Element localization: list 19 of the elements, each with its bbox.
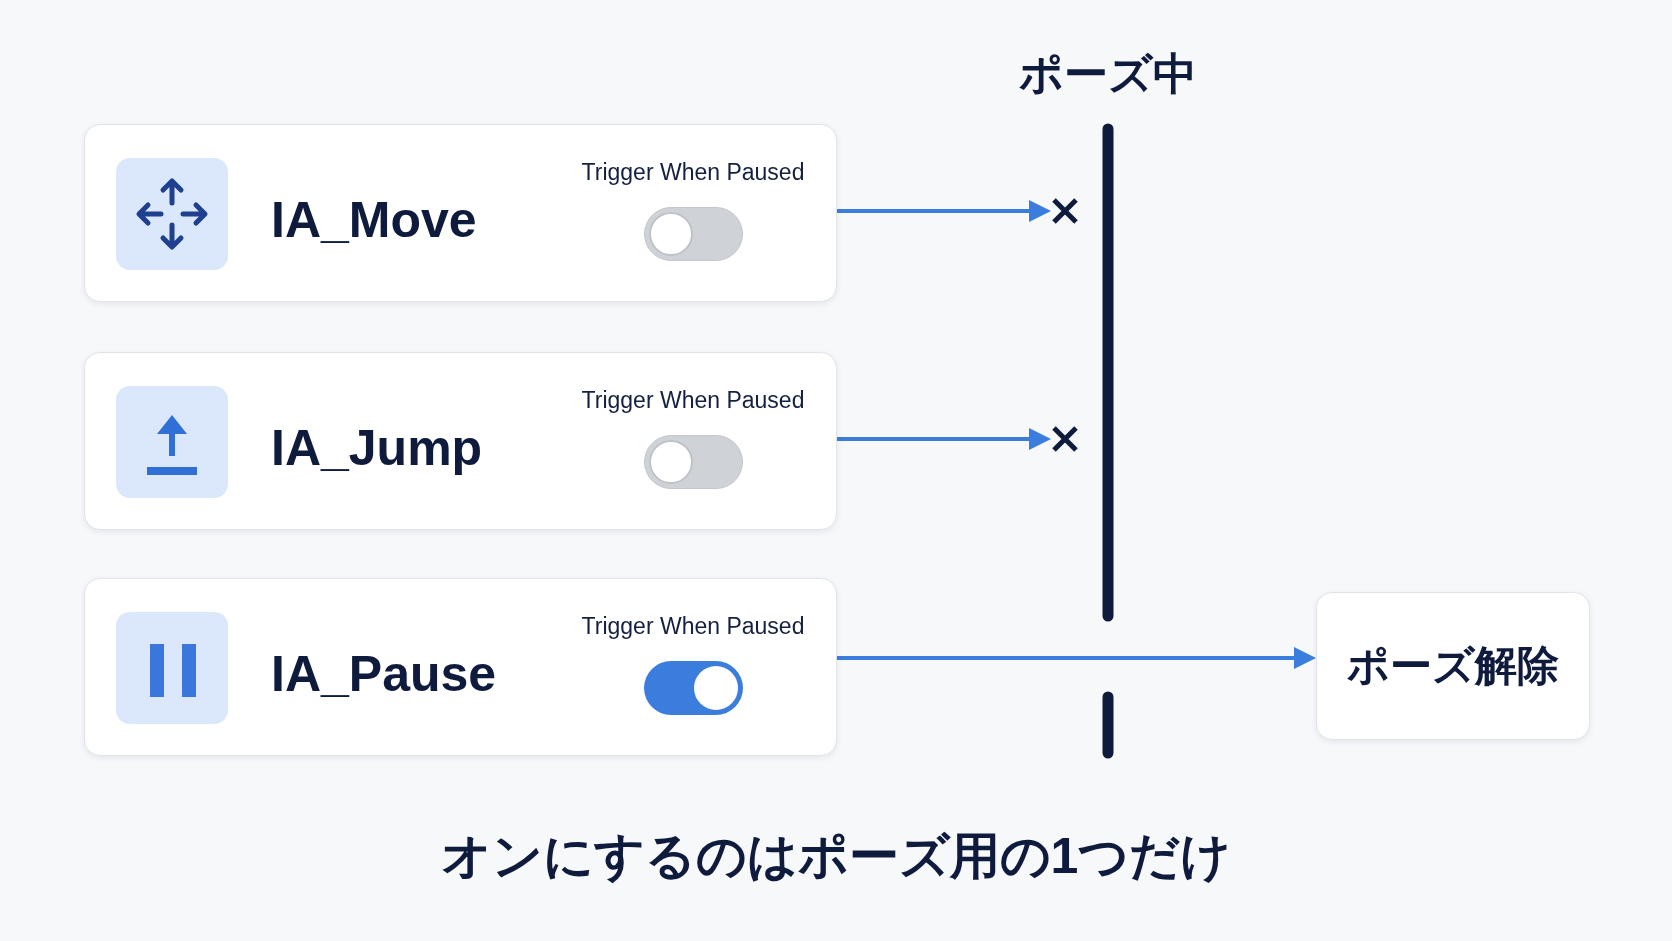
- arrow: [837, 200, 1051, 222]
- toggle-switch: [643, 207, 743, 261]
- action-card: [84, 124, 837, 302]
- toggle-switch: [643, 435, 743, 489]
- state-card: [1316, 592, 1590, 740]
- caption: オンにするのはポーズ用の1つだけ: [440, 827, 1232, 886]
- arrow: [837, 647, 1316, 669]
- toggle-label: Trigger When Paused: [581, 386, 805, 414]
- arrow: [837, 428, 1051, 450]
- action-card: [84, 352, 837, 530]
- barrier-heading: ポーズ中: [1019, 48, 1197, 100]
- toggle-label: Trigger When Paused: [581, 612, 805, 640]
- toggle-switch: [643, 661, 743, 715]
- toggle-label: Trigger When Paused: [581, 158, 805, 186]
- action-name: IA_Jump: [271, 421, 483, 475]
- action-name: IA_Pause: [271, 647, 497, 701]
- action-card: [84, 578, 837, 756]
- state-label: ポーズ解除: [1347, 641, 1559, 691]
- action-name: IA_Move: [271, 193, 477, 247]
